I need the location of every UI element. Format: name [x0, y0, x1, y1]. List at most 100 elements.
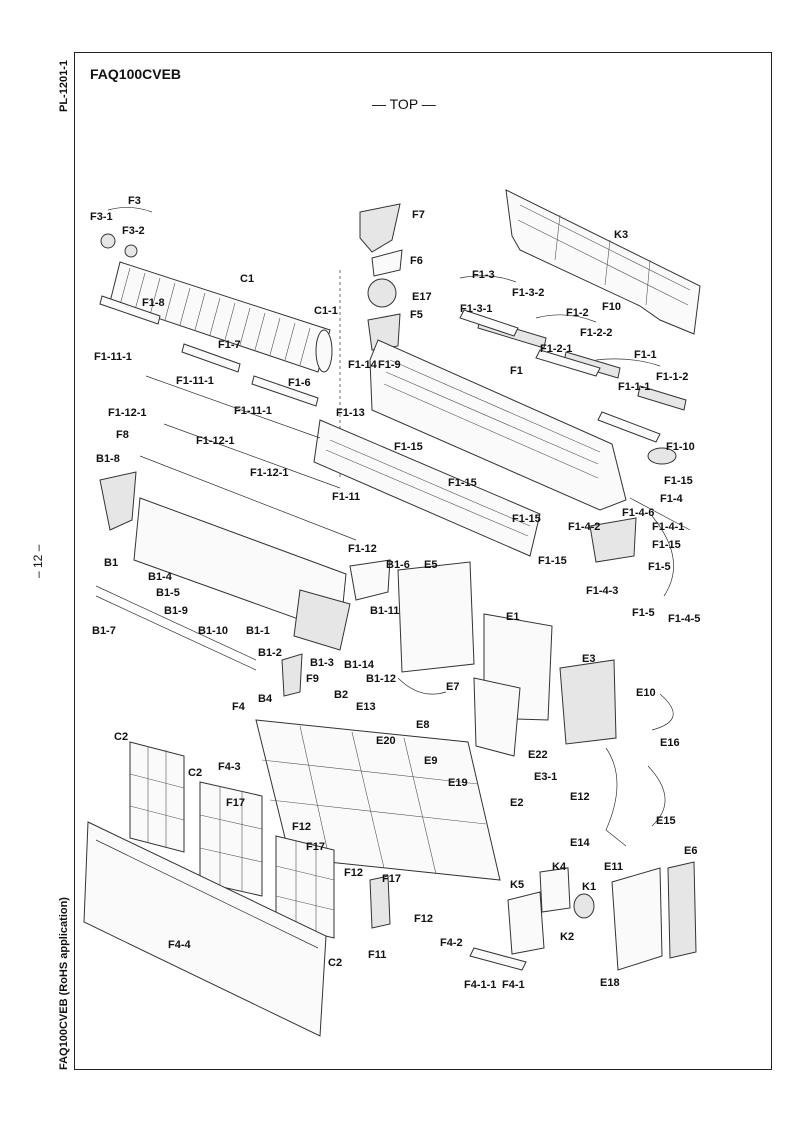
- label-F4-1-1: F4-1-1: [464, 979, 496, 991]
- label-E9: E9: [424, 755, 437, 767]
- label-E5: E5: [424, 559, 437, 571]
- label-F1-3-2: F1-3-2: [512, 287, 544, 299]
- label-E3-1: E3-1: [534, 771, 557, 783]
- label-B1-7: B1-7: [92, 625, 116, 637]
- label-E12: E12: [570, 791, 590, 803]
- label-F1-4-6: F1-4-6: [622, 507, 654, 519]
- air-filter-middle: [199, 781, 263, 897]
- label-B1-1: B1-1: [246, 625, 270, 637]
- label-E10: E10: [636, 687, 656, 699]
- rail-3: [139, 455, 357, 541]
- label-E22: E22: [528, 749, 548, 761]
- drain-pan-clamp-parts: [459, 309, 687, 443]
- label-F1-12: F1-12: [348, 543, 377, 555]
- label-C1-1: C1-1: [314, 305, 338, 317]
- label-F1-11-1-c: F1-11-1: [234, 405, 272, 417]
- label-F1-14: F1-14: [348, 359, 378, 371]
- capacitor-part: [573, 893, 595, 919]
- label-F3-2: F3-2: [122, 225, 145, 237]
- label-F1-11-1-b: F1-11-1: [176, 375, 214, 387]
- label-F17-a: F17: [226, 797, 245, 809]
- label-F1-15-b: F1-15: [394, 441, 423, 453]
- flap-side-part: [99, 471, 137, 531]
- label-F1-15-a: F1-15: [664, 475, 693, 487]
- label-F1-9: F1-9: [378, 359, 401, 371]
- sensor-wire: [397, 677, 447, 695]
- label-K1: K1: [582, 881, 596, 893]
- label-K3: K3: [614, 229, 628, 241]
- air-filter-right: [275, 835, 335, 939]
- label-F1-15-f: F1-15: [538, 555, 567, 567]
- label-F1-4-3: F1-4-3: [586, 585, 618, 597]
- label-B1: B1: [104, 557, 118, 569]
- label-F1-4-5: F1-4-5: [668, 613, 700, 625]
- label-B2: B2: [334, 689, 348, 701]
- guide-part-b: [181, 343, 241, 373]
- label-F1: F1: [510, 365, 523, 377]
- label-F11: F11: [368, 949, 386, 961]
- label-F4-3: F4-3: [218, 761, 241, 773]
- label-B1-12: B1-12: [366, 673, 396, 685]
- label-E19: E19: [448, 777, 468, 789]
- label-F1-15-e: F1-15: [652, 539, 681, 551]
- label-E15: E15: [656, 815, 676, 827]
- label-F3-1: F3-1: [90, 211, 113, 223]
- label-B1-11: B1-11: [370, 605, 399, 617]
- electrical-box-inner-part: [473, 677, 521, 757]
- flap-link-part: [349, 559, 391, 601]
- label-F1-12-1-b: F1-12-1: [196, 435, 235, 447]
- label-F4-2: F4-2: [440, 937, 463, 949]
- label-F17-b: F17: [306, 841, 325, 853]
- label-E1: E1: [506, 611, 519, 623]
- label-E17: E17: [412, 291, 432, 303]
- flap-motor-cover-part: [281, 653, 303, 697]
- label-B1-9: B1-9: [164, 605, 188, 617]
- guide-part-c: [251, 375, 319, 407]
- label-F1-4-1: F1-4-1: [652, 521, 684, 533]
- label-E6: E6: [684, 845, 697, 857]
- display-cover-part: [369, 875, 391, 929]
- label-F1-11-1-a: F1-11-1: [94, 351, 132, 363]
- label-F1-3-1: F1-3-1: [460, 303, 492, 315]
- model-title: FAQ100CVEB: [90, 66, 182, 82]
- label-F1-2-1: F1-2-1: [540, 343, 572, 355]
- label-E7: E7: [446, 681, 459, 693]
- label-C2-a: C2: [114, 731, 128, 743]
- label-E14: E14: [570, 837, 590, 849]
- label-C1: C1: [240, 273, 254, 285]
- label-F1-1: F1-1: [634, 349, 657, 361]
- electrical-box-cover-part: [397, 561, 475, 673]
- label-F1-4-2: F1-4-2: [568, 521, 600, 533]
- label-E8: E8: [416, 719, 429, 731]
- label-K4: K4: [552, 861, 567, 873]
- label-F12-a: F12: [292, 821, 311, 833]
- rail-1: [145, 375, 321, 439]
- motor-wire: [651, 515, 674, 597]
- label-F1-15-c: F1-15: [448, 477, 477, 489]
- label-B1-10: B1-10: [198, 625, 228, 637]
- label-B1-5: B1-5: [156, 587, 180, 599]
- label-E16: E16: [660, 737, 680, 749]
- label-F10: F10: [602, 301, 621, 313]
- label-C2-b: C2: [188, 767, 202, 779]
- label-B1-3: B1-3: [310, 657, 334, 669]
- label-F1-6: F1-6: [288, 377, 311, 389]
- insulation-sheet-part: [507, 891, 545, 955]
- label-F1-2-2: F1-2-2: [580, 327, 612, 339]
- label-F1-11: F1-11: [332, 491, 360, 503]
- label-F1-2: F1-2: [566, 307, 589, 319]
- label-E3: E3: [582, 653, 595, 665]
- wire-harness-1: [605, 747, 627, 847]
- control-pcb-part: [559, 659, 617, 745]
- flap-rod-1: [95, 585, 257, 661]
- mounting-plate-part: [505, 189, 701, 335]
- wire-harness-3: [651, 693, 674, 731]
- label-B4: B4: [258, 693, 273, 705]
- label-F1-3: F1-3: [472, 269, 495, 281]
- label-F1-12-1-c: F1-12-1: [250, 467, 289, 479]
- label-F1-5-b: F1-5: [632, 607, 655, 619]
- motor-bracket-top-part: [359, 203, 401, 253]
- page-frame: [74, 52, 772, 1070]
- label-F5: F5: [410, 309, 423, 321]
- label-F1-8: F1-8: [142, 297, 165, 309]
